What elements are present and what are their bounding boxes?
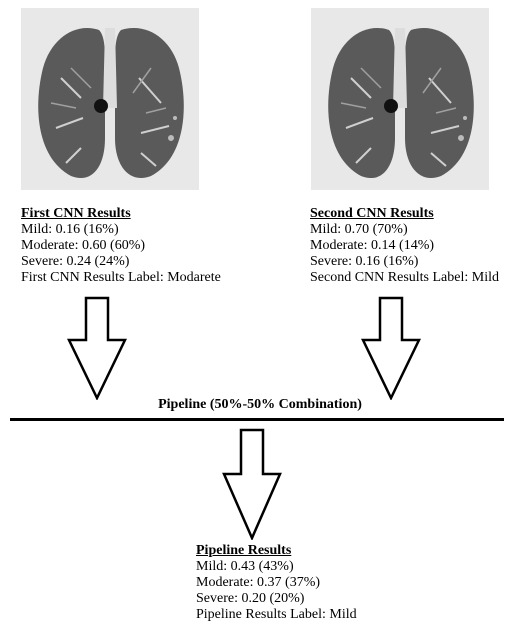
second-ct-scan-image bbox=[311, 8, 489, 190]
pipeline-down-arrow-icon bbox=[222, 428, 282, 540]
pipeline-results: Pipeline Results Mild: 0.43 (43%) Modera… bbox=[196, 543, 357, 623]
lung-ct-graphic bbox=[21, 8, 199, 190]
first-ct-scan-image bbox=[21, 8, 199, 190]
second-down-arrow-icon bbox=[361, 296, 421, 400]
second-cnn-results: Second CNN Results Mild: 0.70 (70%) Mode… bbox=[310, 206, 499, 286]
pipeline-divider bbox=[10, 418, 504, 421]
pipeline-results-label: Pipeline Results Label: Mild bbox=[196, 607, 357, 623]
second-cnn-title: Second CNN Results bbox=[310, 206, 499, 222]
first-down-arrow-icon bbox=[67, 296, 127, 400]
second-cnn-label: Second CNN Results Label: Mild bbox=[310, 270, 499, 286]
first-cnn-severe: Severe: 0.24 (24%) bbox=[21, 254, 221, 270]
first-cnn-moderate: Moderate: 0.60 (60%) bbox=[21, 238, 221, 254]
pipeline-results-title: Pipeline Results bbox=[196, 543, 357, 559]
pipeline-title: Pipeline (50%-50% Combination) bbox=[0, 397, 520, 413]
lung-ct-graphic bbox=[311, 8, 489, 190]
pipeline-results-mild: Mild: 0.43 (43%) bbox=[196, 559, 357, 575]
first-cnn-mild: Mild: 0.16 (16%) bbox=[21, 222, 221, 238]
pipeline-results-severe: Severe: 0.20 (20%) bbox=[196, 591, 357, 607]
pipeline-results-moderate: Moderate: 0.37 (37%) bbox=[196, 575, 357, 591]
second-cnn-severe: Severe: 0.16 (16%) bbox=[310, 254, 499, 270]
second-cnn-mild: Mild: 0.70 (70%) bbox=[310, 222, 499, 238]
first-cnn-title: First CNN Results bbox=[21, 206, 221, 222]
first-cnn-results: First CNN Results Mild: 0.16 (16%) Moder… bbox=[21, 206, 221, 286]
second-cnn-moderate: Moderate: 0.14 (14%) bbox=[310, 238, 499, 254]
first-cnn-label: First CNN Results Label: Modarete bbox=[21, 270, 221, 286]
